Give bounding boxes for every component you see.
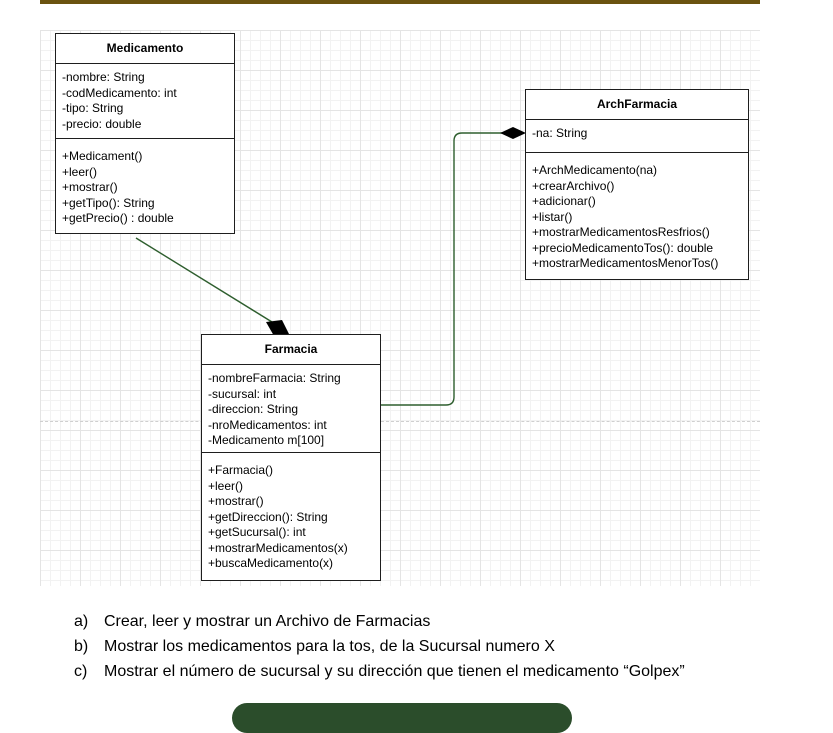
method-row: +mostrar() xyxy=(62,180,118,194)
attribute-row: -sucursal: int xyxy=(208,386,277,401)
class-archfarmacia[interactable]: ArchFarmacia -na: String +ArchMedicament… xyxy=(525,89,749,280)
exercise-marker: a) xyxy=(74,613,89,630)
method-row: +Farmacia() xyxy=(208,463,274,477)
exercise-marker: b) xyxy=(74,638,89,655)
exercise-item: c) Mostrar el número de sucursal y su di… xyxy=(74,659,724,684)
class-farmacia-attributes: -nombreFarmacia: String -sucursal: int -… xyxy=(202,365,380,453)
method-row: +mostrarMedicamentosMenorTos() xyxy=(532,256,719,270)
class-medicamento-name: Medicamento xyxy=(56,34,234,64)
bottom-banner xyxy=(232,703,572,733)
exercise-text: Mostrar los medicamentos para la tos, de… xyxy=(104,638,555,655)
composition-line-archfarmacia xyxy=(380,132,502,406)
attribute-row: -precio: double xyxy=(62,116,142,131)
class-farmacia-name: Farmacia xyxy=(202,335,380,365)
class-farmacia-methods: +Farmacia() +leer() +mostrar() +getDirec… xyxy=(202,453,380,572)
attribute-row: -na: String xyxy=(532,126,588,140)
attribute-row: -direccion: String xyxy=(208,402,299,416)
method-row: +crearArchivo() xyxy=(532,178,615,193)
attribute-row: -nombreFarmacia: String xyxy=(208,371,341,385)
top-accent-bar xyxy=(40,0,760,4)
method-row: +mostrarMedicamentos(x) xyxy=(208,540,348,555)
method-row: +getPrecio() : double xyxy=(62,211,174,225)
method-row: +leer() xyxy=(62,164,98,179)
attribute-row: -nombre: String xyxy=(62,70,145,84)
attribute-row: -Medicamento m[100] xyxy=(208,433,325,447)
method-row: +Medicament() xyxy=(62,149,143,163)
composition-line-medicamento xyxy=(135,237,273,323)
method-row: +adicionar() xyxy=(532,194,596,208)
class-medicamento-attributes: -nombre: String -codMedicamento: int -ti… xyxy=(56,64,234,139)
method-row: +mostrar() xyxy=(208,494,264,508)
method-row: +precioMedicamentoTos(): double xyxy=(532,240,714,255)
class-archfarmacia-methods: +ArchMedicamento(na) +crearArchivo() +ad… xyxy=(526,153,748,272)
attribute-row: -nroMedicamentos: int xyxy=(208,417,327,432)
association-connectors xyxy=(135,127,526,406)
exercise-item: b) Mostrar los medicamentos para la tos,… xyxy=(74,634,774,659)
page-divider-dashed xyxy=(40,421,760,422)
exercise-text: Mostrar el número de sucursal y su direc… xyxy=(104,663,685,680)
attribute-row: -codMedicamento: int xyxy=(62,85,177,100)
composition-diamond-farmacia xyxy=(266,320,290,336)
exercise-list: a) Crear, leer y mostrar un Archivo de F… xyxy=(74,609,774,684)
exercise-text: Crear, leer y mostrar un Archivo de Farm… xyxy=(104,613,431,630)
composition-diamond-archfarmacia xyxy=(500,127,526,139)
class-medicamento[interactable]: Medicamento -nombre: String -codMedicame… xyxy=(55,33,235,234)
method-row: +getTipo(): String xyxy=(62,195,155,210)
method-row: +getSucursal(): int xyxy=(208,525,306,539)
attribute-row: -tipo: String xyxy=(62,101,124,115)
class-archfarmacia-attributes: -na: String xyxy=(526,120,748,153)
class-medicamento-methods: +Medicament() +leer() +mostrar() +getTip… xyxy=(56,139,234,227)
method-row: +buscaMedicamento(x) xyxy=(208,556,334,570)
method-row: +getDireccion(): String xyxy=(208,509,328,524)
exercise-marker: c) xyxy=(74,663,88,680)
class-archfarmacia-name: ArchFarmacia xyxy=(526,90,748,120)
exercise-item: a) Crear, leer y mostrar un Archivo de F… xyxy=(74,609,774,634)
method-row: +mostrarMedicamentosResfrios() xyxy=(532,225,710,239)
method-row: +leer() xyxy=(208,478,244,493)
class-farmacia[interactable]: Farmacia -nombreFarmacia: String -sucurs… xyxy=(201,334,381,581)
method-row: +listar() xyxy=(532,209,573,224)
method-row: +ArchMedicamento(na) xyxy=(532,163,658,177)
